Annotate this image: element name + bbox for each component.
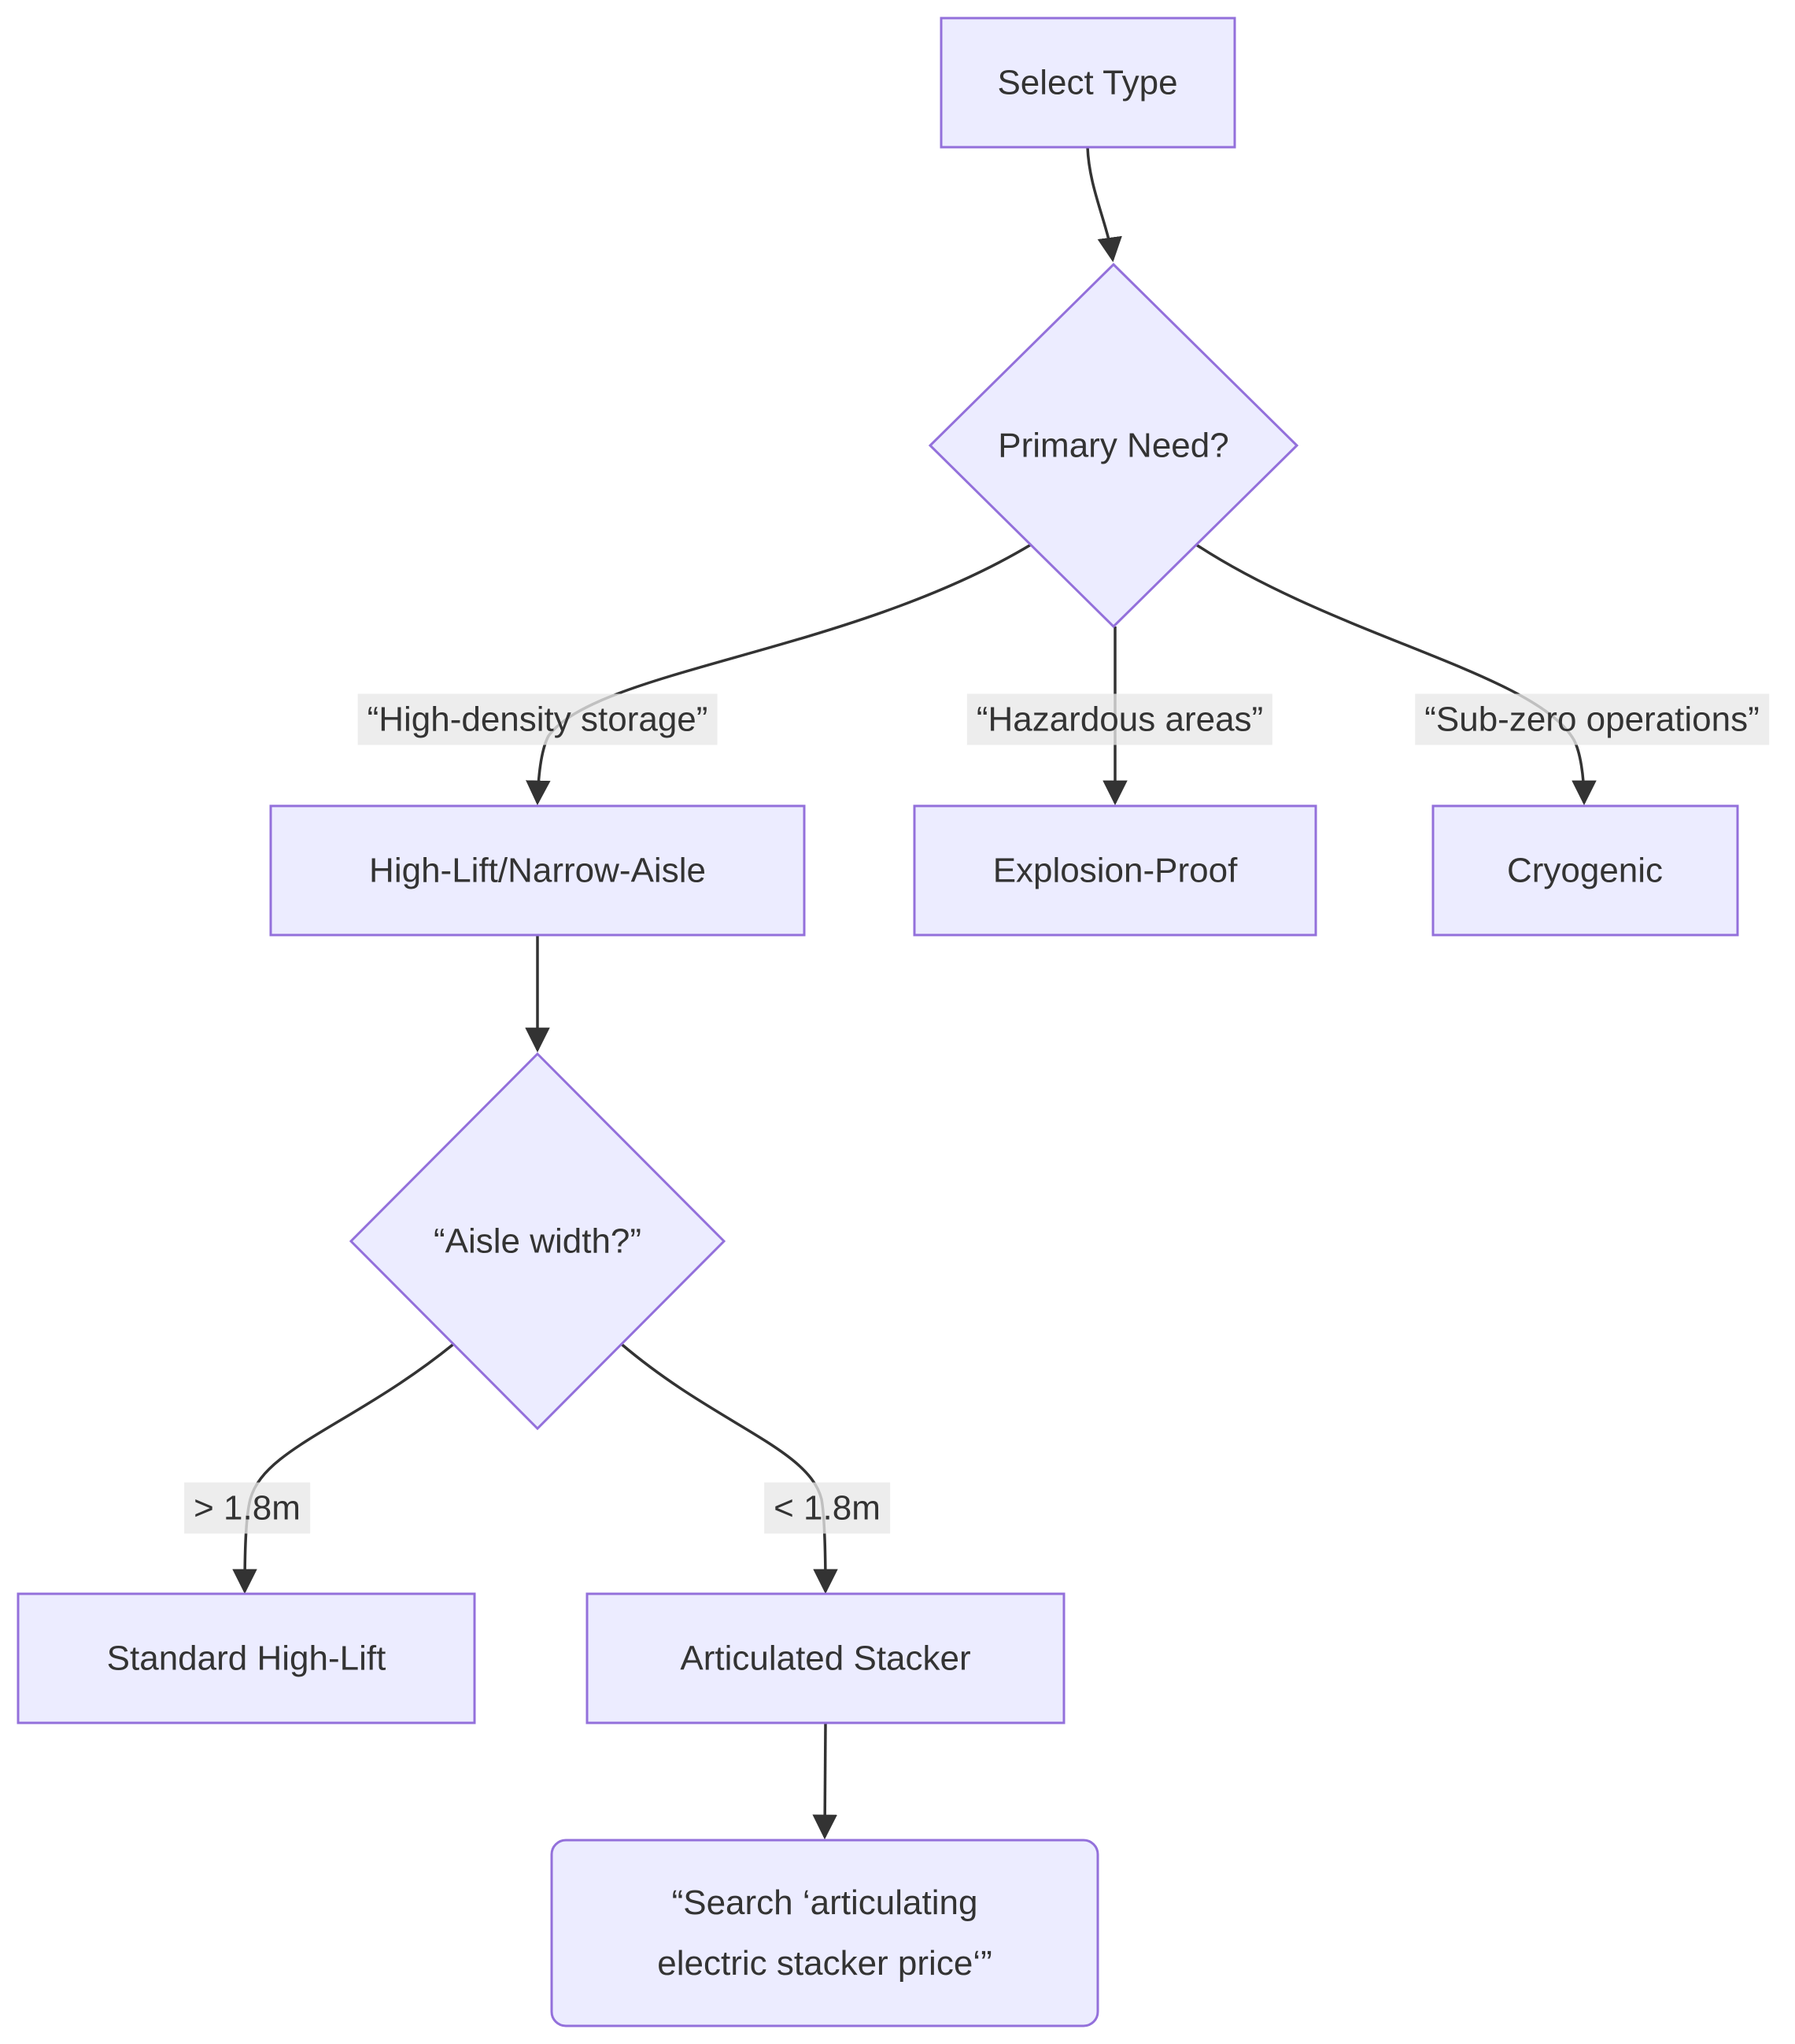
edge-primary-need-to-high-lift — [526, 543, 1032, 806]
edge-label-gt-1-8m: > 1.8m — [184, 1482, 310, 1534]
node-label-select-type: Select Type — [997, 63, 1178, 102]
node-label-high-lift-narrow-aisle: High-Lift/Narrow-Aisle — [369, 851, 706, 890]
node-shape-cryogenic — [1431, 804, 1739, 937]
edge-label-high-density-storage: “High-density storage” — [357, 693, 718, 745]
node-label-explosion-proof: Explosion-Proof — [992, 851, 1238, 890]
edge-aisle-width-to-standard-high-lift — [232, 1343, 455, 1595]
node-label-articulated-stacker: Articulated Stacker — [680, 1639, 971, 1678]
node-shape-high-lift-narrow-aisle — [269, 804, 806, 937]
node-shape-articulated-stacker — [585, 1592, 1066, 1724]
node-shape-explosion-proof — [913, 804, 1317, 937]
edge-aisle-width-to-articulated-stacker — [620, 1343, 838, 1595]
node-shape-search-action — [550, 1839, 1099, 2027]
node-shape-primary-need — [928, 262, 1299, 629]
edge-select-type-to-primary-need — [1086, 146, 1122, 263]
node-label-standard-high-lift: Standard High-Lift — [106, 1639, 386, 1678]
edge-label-lt-1-8m: < 1.8m — [764, 1482, 890, 1534]
edge-primary-need-to-cryogenic — [1195, 543, 1597, 806]
node-shape-select-type — [940, 17, 1236, 149]
search-action-line-2: electric stacker price‘” — [657, 1944, 992, 1983]
node-shape-standard-high-lift — [17, 1592, 476, 1724]
search-action-line-1: “Search ‘articulating — [671, 1883, 978, 1922]
node-shape-aisle-width — [349, 1052, 726, 1431]
edge-label-hazardous-areas: “Hazardous areas” — [966, 693, 1273, 745]
node-label-aisle-width: “Aisle width?” — [433, 1222, 642, 1261]
edge-label-sub-zero-operations: “Sub-zero operations” — [1415, 693, 1769, 745]
node-label-primary-need: Primary Need? — [998, 426, 1229, 465]
node-label-cryogenic: Cryogenic — [1506, 851, 1664, 890]
node-label-search-action: “Search ‘articulating electric stacker p… — [573, 1872, 1077, 1994]
